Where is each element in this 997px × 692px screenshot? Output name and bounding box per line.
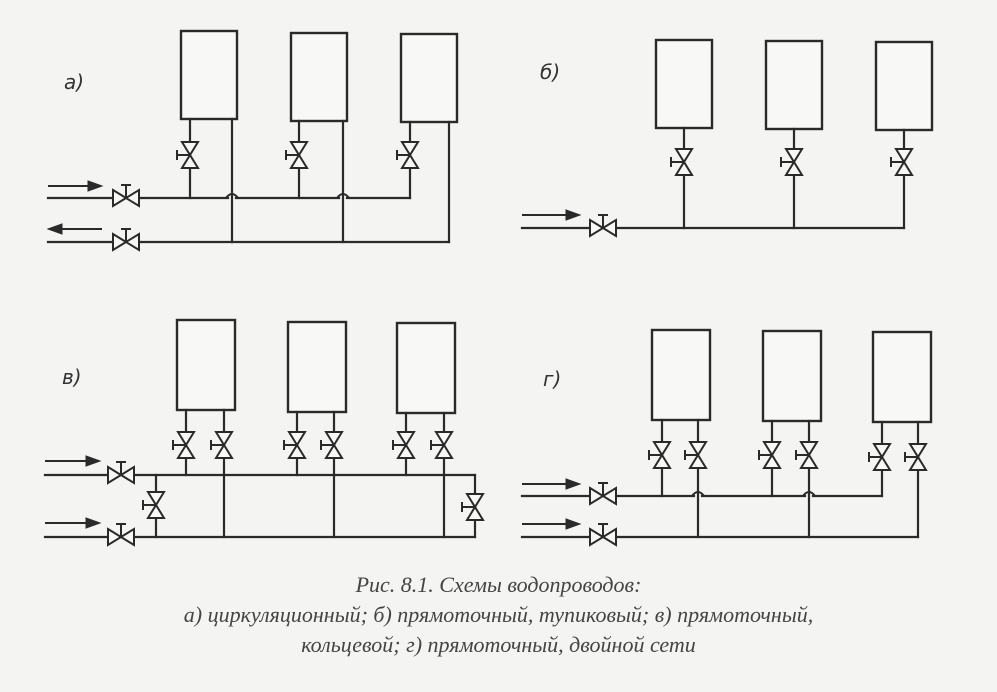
figure-caption-line-2: кольцевой; г) прямоточный, двойной сети bbox=[301, 632, 696, 657]
arrow-right-icon bbox=[45, 517, 102, 529]
valve-icon bbox=[392, 431, 416, 459]
valve-icon bbox=[210, 431, 234, 459]
pipes bbox=[520, 418, 920, 539]
panel-label-c: в) bbox=[62, 365, 82, 389]
consumer-box bbox=[175, 318, 237, 412]
figure-caption-title: Рис. 8.1. Схемы водопроводов: bbox=[355, 572, 642, 597]
consumer-box bbox=[289, 31, 349, 123]
valve-icon bbox=[648, 441, 672, 469]
valve-icon bbox=[904, 443, 928, 471]
panel-b-dead-end-scheme bbox=[520, 38, 934, 238]
pipes bbox=[46, 117, 451, 244]
consumer-box bbox=[650, 328, 712, 422]
arrow-right-icon bbox=[522, 209, 582, 221]
crossover-bumps bbox=[225, 193, 350, 199]
panel-label-b: б) bbox=[540, 60, 561, 84]
panel-label-d: г) bbox=[543, 367, 562, 391]
consumer-box bbox=[179, 29, 239, 121]
valve-icon bbox=[285, 141, 309, 169]
consumer-box bbox=[761, 329, 823, 423]
panel-a-circulation-scheme bbox=[46, 29, 459, 252]
valve-icon bbox=[107, 461, 135, 485]
valve-icon bbox=[890, 148, 914, 176]
valve-icon bbox=[868, 443, 892, 471]
valve-icon bbox=[176, 141, 200, 169]
valve-icon bbox=[589, 523, 617, 547]
pipes bbox=[520, 126, 906, 230]
consumer-box bbox=[764, 39, 824, 131]
valve-icon bbox=[396, 141, 420, 169]
panel-d-dual-network-scheme bbox=[520, 328, 933, 547]
arrow-right-icon bbox=[45, 455, 102, 467]
valve-icon bbox=[112, 228, 140, 252]
panel-c-ring-scheme bbox=[43, 318, 485, 547]
valve-icon bbox=[589, 214, 617, 238]
figure-caption-line-1: а) циркуляционный; б) прямоточный, тупик… bbox=[183, 602, 814, 627]
arrow-right-icon bbox=[522, 518, 582, 530]
consumer-box bbox=[395, 321, 457, 415]
valve-icon bbox=[107, 523, 135, 547]
valve-icon bbox=[430, 431, 454, 459]
valve-icon bbox=[684, 441, 708, 469]
valve-icon bbox=[758, 441, 782, 469]
consumer-box bbox=[654, 38, 714, 130]
consumer-box bbox=[874, 40, 934, 132]
consumer-box bbox=[286, 320, 348, 414]
valve-icon bbox=[320, 431, 344, 459]
valve-icon bbox=[780, 148, 804, 176]
consumer-box bbox=[399, 32, 459, 124]
valve-icon bbox=[461, 493, 485, 521]
valve-icon bbox=[112, 184, 140, 208]
consumer-box bbox=[871, 330, 933, 424]
arrow-left-icon bbox=[46, 223, 102, 235]
valve-icon bbox=[795, 441, 819, 469]
crossover-bumps bbox=[691, 491, 816, 497]
arrow-right-icon bbox=[48, 180, 104, 192]
panel-label-a: а) bbox=[64, 70, 85, 94]
valve-icon bbox=[172, 431, 196, 459]
arrow-right-icon bbox=[522, 478, 582, 490]
valve-icon bbox=[670, 148, 694, 176]
valve-icon bbox=[283, 431, 307, 459]
valve-icon bbox=[589, 482, 617, 506]
valve-icon bbox=[142, 491, 166, 519]
